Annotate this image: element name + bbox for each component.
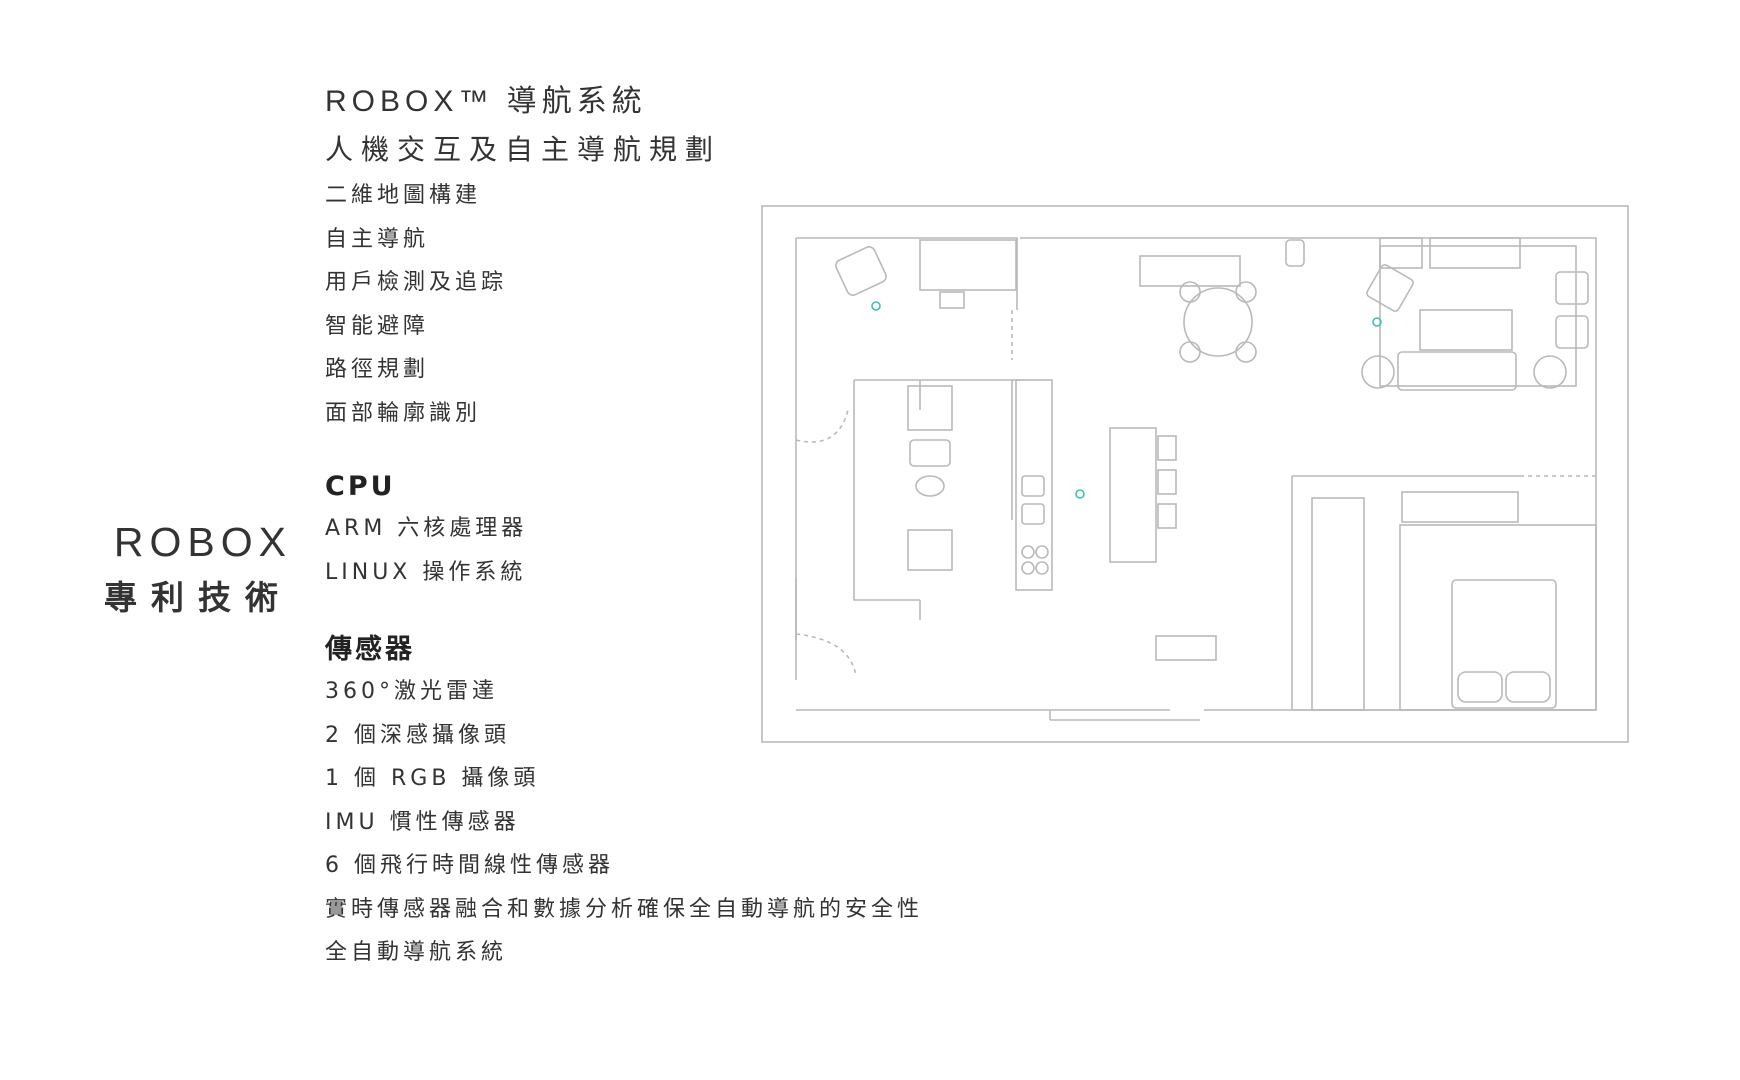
wall-top-right (1020, 237, 1597, 710)
stool-3 (1157, 503, 1177, 529)
cpu-heading: CPU (325, 471, 396, 502)
sensor-heading: 傳感器 (325, 634, 415, 665)
sensor-item: 360°激光雷達 (325, 679, 498, 704)
nav-system-subtitle: 人機交互及自主導航規劃 (325, 133, 722, 166)
bedroom-wall (1291, 476, 1596, 711)
nav-feature-item: 自主導航 (325, 226, 430, 252)
coffee-table (1419, 309, 1513, 351)
burner-1 (1021, 545, 1035, 559)
wall-top-left (796, 237, 1018, 310)
nav-feature-item: 用戶檢測及追踪 (325, 270, 508, 295)
dining-chair-1 (1179, 281, 1201, 303)
stool-2 (1157, 469, 1177, 495)
sensor-item: 6 個飛行時間線性傳感器 (325, 853, 614, 878)
sink-1 (1021, 475, 1045, 497)
cpu-item: LINUX 操作系統 (325, 559, 527, 585)
sink-2 (1021, 503, 1045, 525)
apartment-floorplan (760, 200, 1640, 750)
sensor-item: 1 個 RGB 攝像頭 (325, 766, 540, 791)
side-table-right (1533, 355, 1567, 389)
bedroom-rug (1399, 524, 1597, 711)
sensor-item: 全自動導航系統 (325, 940, 508, 965)
dining-chair-3 (1179, 341, 1201, 363)
sensor-item: 2 個深感攝像頭 (325, 722, 510, 748)
stool-1 (1157, 435, 1177, 461)
brand-name: ROBOX (113, 519, 292, 565)
sensor-list: 360°激光雷達 2 個深感攝像頭 1 個 RGB 攝像頭 IMU 慣性傳感器 … (325, 670, 1025, 975)
floorplan-drawing (761, 205, 1629, 743)
armchair-right-bottom (1555, 315, 1589, 349)
robot-marker-kitchen (1075, 489, 1085, 499)
lounge-rug (1379, 245, 1577, 387)
armchair-angled (1366, 264, 1414, 312)
washbasin (909, 439, 951, 467)
shelf-right (1429, 237, 1521, 269)
lounge-chair (835, 246, 887, 296)
bath-cabinet (907, 385, 953, 431)
bathroom-wall-left (853, 380, 920, 601)
nav-system-title: ROBOX™ 導航系統 (325, 85, 647, 118)
bedroom-desk (1401, 491, 1519, 523)
robot-marker-study (871, 301, 881, 311)
wardrobe (1311, 497, 1365, 711)
side-table-left (1361, 355, 1395, 389)
kitchen-counter (1015, 379, 1053, 591)
burner-2 (1035, 545, 1049, 559)
sensor-item: 實時傳感器融合和數據分析確保全自動導航的安全性 (325, 896, 924, 922)
desk-chair (939, 291, 965, 309)
dining-chair-2 (1235, 281, 1257, 303)
outer-wall (761, 205, 1629, 743)
cpu-list: ARM 六核處理器 LINUX 操作系統 (325, 507, 1025, 594)
robot-marker-lounge (1372, 317, 1382, 327)
brand-subtitle: 專利技術 (104, 578, 292, 617)
pillow-right (1505, 671, 1551, 703)
door-arc-lower (795, 633, 857, 677)
nav-feature-list: 二維地圖構建 自主導航 用戶檢測及追踪 智能避障 路徑規劃 面部輪廓識別 (325, 174, 1025, 435)
shower (907, 529, 953, 571)
study-desk (919, 239, 1017, 291)
entry-bench (1155, 635, 1217, 661)
nav-feature-item: 智能避障 (325, 313, 430, 339)
kitchen-island (1109, 427, 1157, 563)
nav-feature-item: 面部輪廓識別 (325, 400, 482, 426)
door-arc-upper (795, 409, 849, 443)
armchair-right-top (1555, 271, 1589, 305)
robot-dock (1285, 239, 1305, 267)
sensor-item: IMU 慣性傳感器 (325, 809, 520, 835)
nav-feature-item: 路徑規劃 (325, 357, 430, 382)
brand-block: ROBOX 專利技術 (60, 519, 292, 617)
tv-console (1139, 255, 1241, 287)
pillow-left (1457, 671, 1503, 703)
dining-chair-4 (1235, 341, 1257, 363)
nav-feature-item: 二維地圖構建 (325, 183, 482, 208)
spec-column: ROBOX™ 導航系統 人機交互及自主導航規劃 二維地圖構建 自主導航 用戶檢測… (325, 82, 1025, 975)
burner-4 (1035, 561, 1049, 575)
cpu-item: ARM 六核處理器 (325, 516, 528, 541)
dining-table (1183, 287, 1253, 357)
sofa (1397, 351, 1517, 391)
wall-bottom-inner (1049, 710, 1200, 721)
toilet (915, 475, 945, 497)
bed (1451, 579, 1557, 709)
shelf-left (1379, 237, 1423, 269)
burner-3 (1021, 561, 1035, 575)
